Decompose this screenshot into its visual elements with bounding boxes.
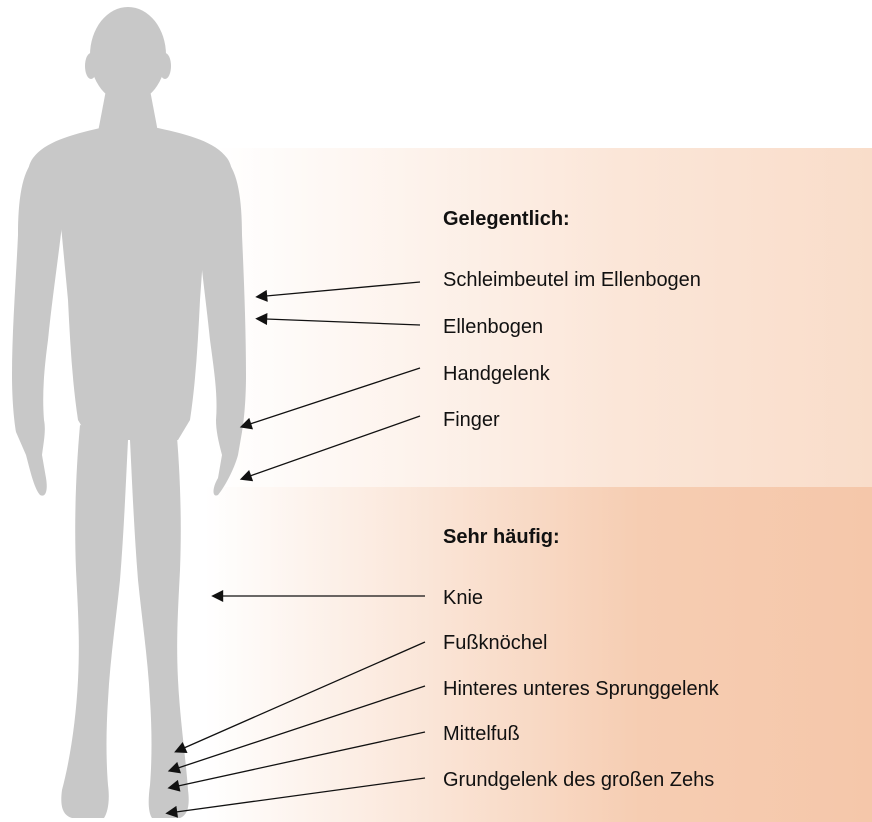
- silhouette-ear-left: [85, 53, 97, 79]
- label-handgelenk: Handgelenk: [443, 362, 550, 386]
- silhouette-neck: [98, 90, 158, 132]
- arrow-handgelenk: [250, 368, 420, 424]
- silhouette-ear-right: [159, 53, 171, 79]
- label-knie: Knie: [443, 586, 483, 610]
- silhouette-torso: [28, 128, 233, 440]
- arrow-hinteres-sprunggelenk: [178, 686, 425, 768]
- very-frequent-heading: Sehr häufig:: [443, 525, 560, 549]
- arrow-fussknoechel: [184, 642, 425, 748]
- arrow-ellenbogen: [266, 319, 420, 325]
- label-hinteres-sprunggelenk: Hinteres unteres Sprunggelenk: [443, 677, 719, 701]
- silhouette-arm-left: [12, 160, 62, 496]
- label-grundgelenk-zeh: Grundgelenk des großen Zehs: [443, 768, 714, 792]
- occasional-heading: Gelegentlich:: [443, 207, 570, 231]
- label-schleimbeutel-ellenbogen: Schleimbeutel im Ellenbogen: [443, 268, 701, 292]
- label-mittelfuss: Mittelfuß: [443, 722, 520, 746]
- arrow-finger: [250, 416, 420, 476]
- arrow-schleimbeutel-ellenbogen: [266, 282, 420, 296]
- silhouette-arm-right: [198, 160, 246, 496]
- silhouette-head: [90, 7, 166, 103]
- silhouette-leg-right: [130, 425, 189, 818]
- label-ellenbogen: Ellenbogen: [443, 315, 543, 339]
- arrow-grundgelenk-zeh: [176, 778, 425, 812]
- human-silhouette: [12, 7, 246, 818]
- label-fussknoechel: Fußknöchel: [443, 631, 548, 655]
- label-finger: Finger: [443, 408, 500, 432]
- silhouette-leg-left: [61, 425, 128, 818]
- arrow-mittelfuss: [178, 732, 425, 786]
